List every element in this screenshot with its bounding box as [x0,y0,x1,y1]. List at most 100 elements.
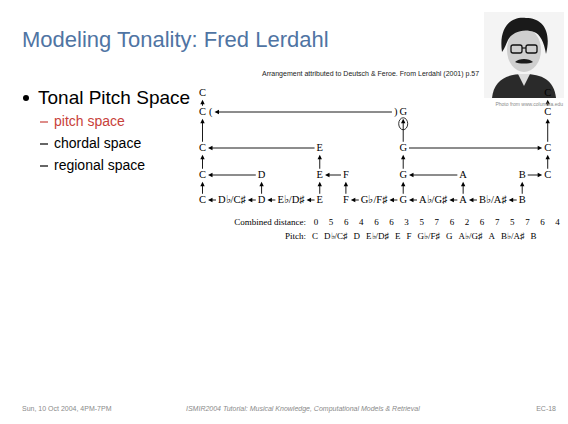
pitch-letter: E [317,195,323,206]
distance-value: 7 [435,218,440,227]
distance-value: 4 [555,218,560,227]
arrow-shaft [547,158,548,169]
distance-value: 5 [419,218,424,227]
arrow-head [546,155,550,160]
portrait-mustache [515,59,533,64]
pitch-name: F [407,232,412,241]
sub-bullet-dash [40,165,48,166]
arrow-head [259,182,263,187]
pitch-letter: E [317,170,323,181]
sub-bullet-dash [40,121,48,122]
row-heading: Pitch: [285,232,306,241]
arrow-head [307,198,312,202]
arrow-head [546,119,550,124]
distance-value: 6 [450,218,455,227]
arrow-shaft [202,158,203,169]
pitch-name: A [489,232,496,241]
pitch-name: A♭/G♯ [459,232,483,241]
pitch-letter: G [399,195,407,206]
portrait-glasses [526,45,537,53]
source-note: Arrangement attributed to Deutsch & Fero… [262,70,479,77]
arrow-head [351,198,356,202]
pitch-letter: G [399,170,407,181]
pitch-letter: C [544,170,551,181]
pitch-letter: B♭/A♯ [479,195,507,206]
arrow-head [200,100,204,105]
arrow-head [267,198,272,202]
bullet-text: Tonal Pitch Space [38,88,190,107]
arrow-shaft [211,175,256,176]
arrow-shaft [409,148,539,149]
arrow-head [318,182,322,187]
pitch-name: D [354,232,361,241]
slide-title: Modeling Tonality: Fred Lerdahl [22,29,329,51]
arrow-head [538,173,543,177]
portrait-glasses [511,45,522,53]
arrow-head [401,119,405,124]
distance-value: 6 [540,218,545,227]
pitch-letter: G [399,107,407,118]
pitch-letter: A♭/G♯ [419,195,447,206]
arrow-head [208,146,213,150]
pitch-name: E [395,232,401,241]
arrow-head [509,198,514,202]
pitch-letter: ) [394,107,398,118]
arrow-ring [399,118,408,130]
distance-value: 6 [344,218,349,227]
pitch-letter: F [343,170,349,181]
pitch-name: E♭/D♯ [366,232,389,241]
pitch-name: B [531,232,537,241]
sub-bullet-text: chordal space [54,136,141,150]
arrow-shaft [412,175,457,176]
arrow-shaft [547,122,548,142]
pitch-letter: G [399,143,407,154]
pitch-letter: C [199,143,206,154]
arrow-head [520,182,524,187]
photo-ground [484,12,564,98]
bullet-dot [23,95,29,101]
pitch-letter: C [544,107,551,118]
arrow-head [401,155,405,160]
portrait-collar [518,74,530,86]
row-heading: Combined distance: [234,218,306,227]
arrow-head [325,173,330,177]
footer-text: EC-18 [536,405,556,412]
distance-value: 5 [329,218,334,227]
arrow-head [200,119,204,124]
pitch-letter: A [459,195,467,206]
pitch-name: G♭/F♯ [418,232,441,241]
arrow-head [538,146,543,150]
pitch-letter: A [459,170,467,181]
distance-value: 5 [510,218,515,227]
pitch-letter: B [519,195,526,206]
arrow-head [449,198,454,202]
pitch-letter: F [343,195,349,206]
sub-bullet-text: pitch space [54,114,125,128]
arrow-head [215,110,220,114]
pitch-letter: ( [209,107,213,118]
portrait-glasses [522,47,526,48]
arrow-shaft [403,158,404,169]
footer-text: ISMIR2004 Tutorial: Musical Knowledge, C… [186,405,420,412]
distance-value: 6 [389,218,394,227]
arrow-shaft [328,175,341,176]
arrow-head [200,155,204,160]
sub-bullet-dash [40,143,48,144]
pitch-letter: C [544,88,551,99]
distance-value: 3 [404,218,409,227]
arrow-head [389,198,394,202]
pitch-letter: C [199,88,206,99]
pitch-letter: B [519,170,526,181]
footer-text: Sun, 10 Oct 2004, 4PM-7PM [22,405,112,412]
distance-value: 2 [465,218,470,227]
pitch-name: G [446,232,453,241]
pitch-letter: C [199,107,206,118]
portrait-hair [501,18,547,54]
arrow-head [409,198,414,202]
arrow-head [200,182,204,187]
pitch-letter: D [258,195,266,206]
arrow-shaft [211,148,315,149]
